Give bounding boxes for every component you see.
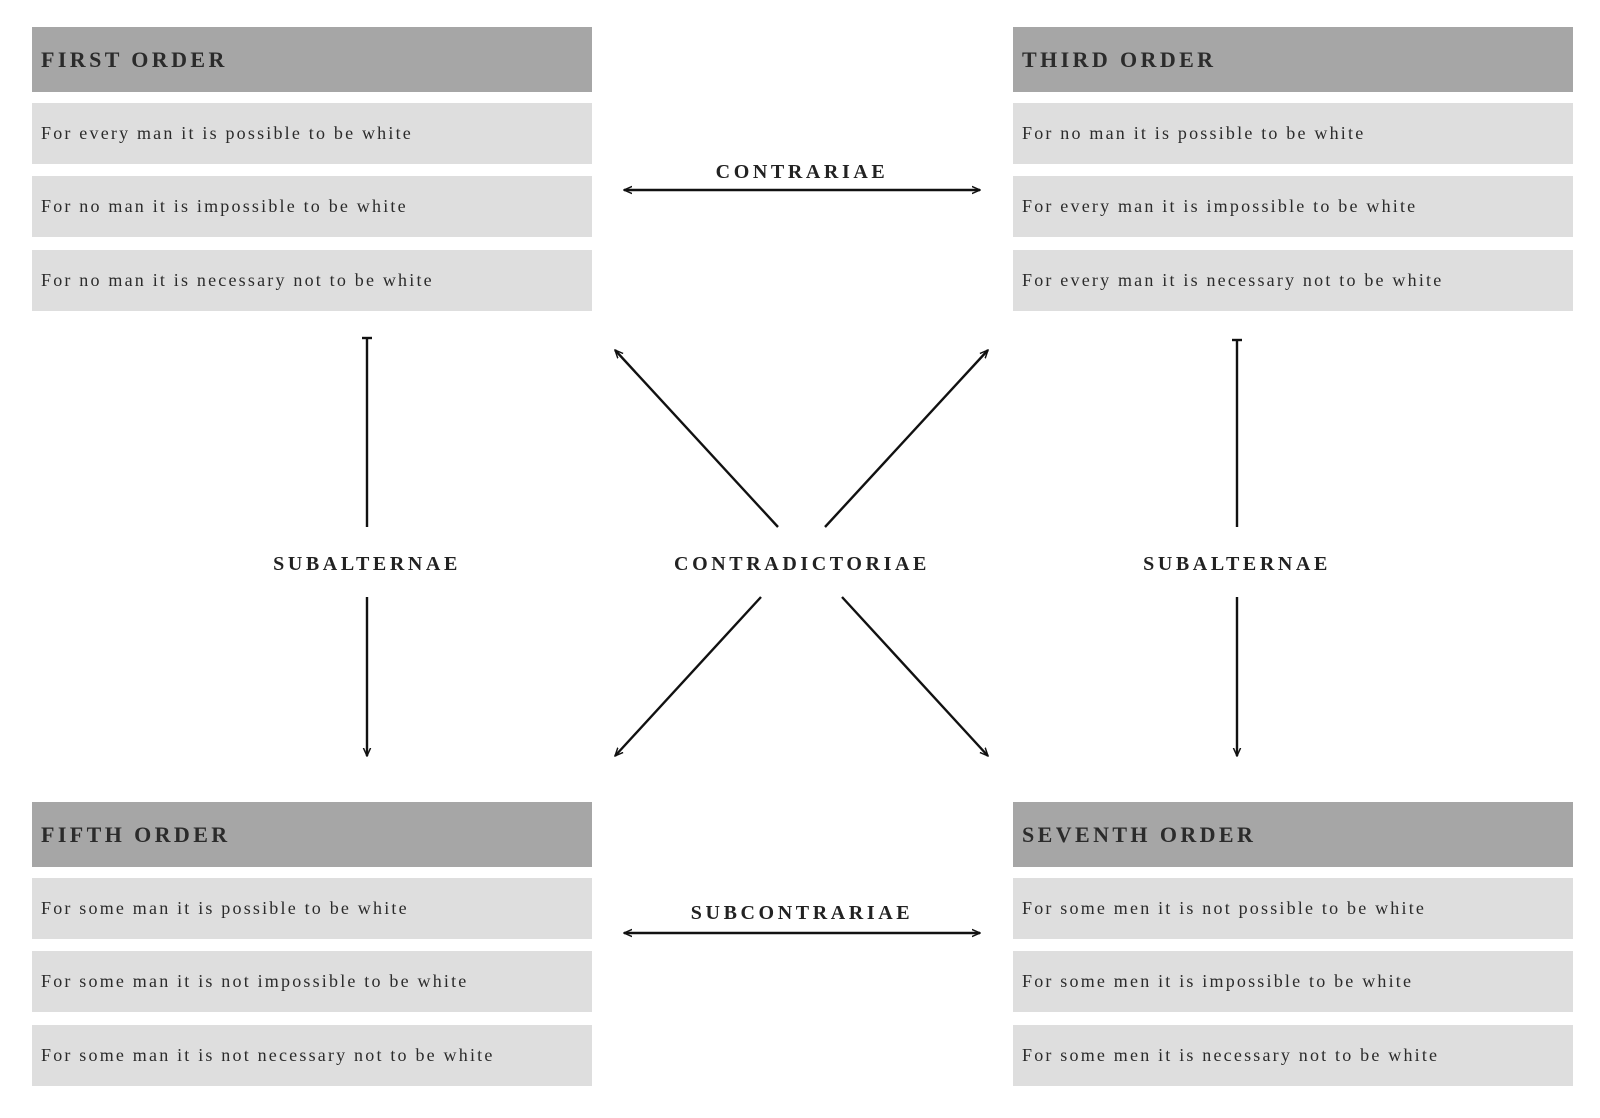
- fifth-order-row-1: For some man it is possible to be white: [32, 878, 592, 939]
- contradictoriae-label: CONTRADICTORIAE: [674, 553, 930, 575]
- third-order-row-2: For every man it is impossible to be whi…: [1013, 176, 1573, 237]
- contradictoriae-arrow-bottom-right: [841, 596, 988, 756]
- first-order-title: FIRST ORDER: [32, 27, 592, 92]
- fifth-order-row-3: For some man it is not necessary not to …: [32, 1025, 592, 1086]
- seventh-order-row-3: For some men it is necessary not to be w…: [1013, 1025, 1573, 1086]
- fifth-order-row-2: For some man it is not impossible to be …: [32, 951, 592, 1012]
- third-order-row-3: For every man it is necessary not to be …: [1013, 250, 1573, 311]
- contradictoriae-arrow-top-left: [615, 350, 779, 528]
- seventh-order-row-1: For some men it is not possible to be wh…: [1013, 878, 1573, 939]
- subcontrariae-label: SUBCONTRARIAE: [690, 902, 914, 924]
- contrariae-label: CONTRARIAE: [715, 161, 889, 183]
- subalternae-right-label: SUBALTERNAE: [1143, 553, 1331, 575]
- contradictoriae-arrow-bottom-left: [615, 596, 762, 756]
- contradictoriae-arrow-top-right: [824, 350, 988, 528]
- third-order-title: THIRD ORDER: [1013, 27, 1573, 92]
- fifth-order-title: FIFTH ORDER: [32, 802, 592, 867]
- seventh-order-title: SEVENTH ORDER: [1013, 802, 1573, 867]
- third-order-row-1: For no man it is possible to be white: [1013, 103, 1573, 164]
- first-order-row-3: For no man it is necessary not to be whi…: [32, 250, 592, 311]
- first-order-row-2: For no man it is impossible to be white: [32, 176, 592, 237]
- subalternae-left-label: SUBALTERNAE: [273, 553, 461, 575]
- first-order-row-1: For every man it is possible to be white: [32, 103, 592, 164]
- seventh-order-row-2: For some men it is impossible to be whit…: [1013, 951, 1573, 1012]
